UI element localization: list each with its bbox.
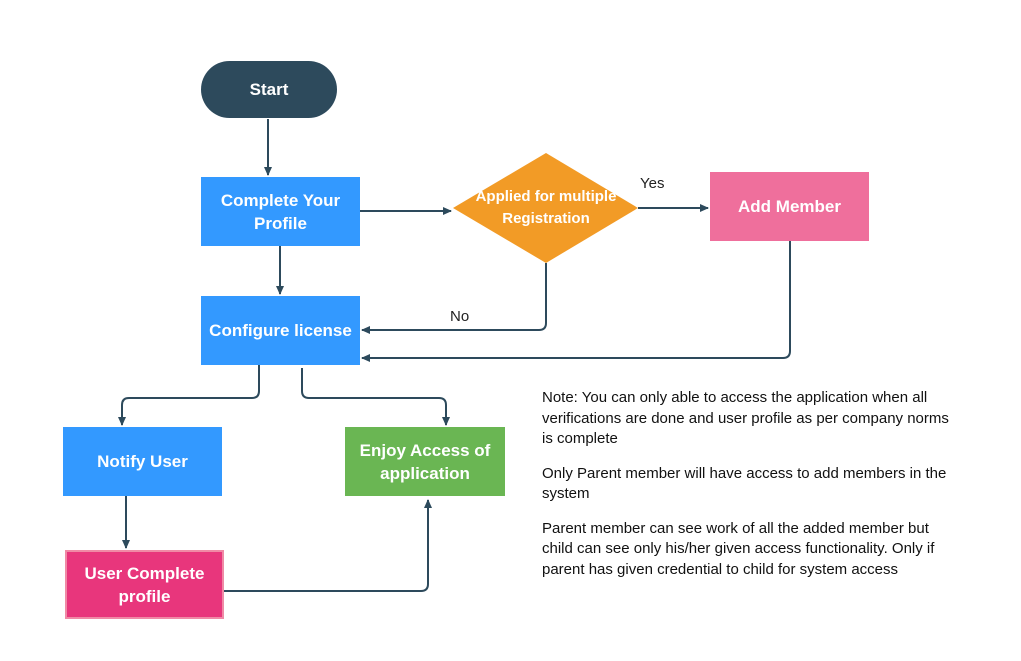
no-edge-label: No — [450, 308, 470, 325]
decision-diamond[interactable] — [453, 153, 638, 263]
complete-profile-label: Complete Your Profile — [220, 190, 341, 233]
enjoy-access-label: Enjoy Access of application — [359, 440, 491, 483]
note-paragraph: Only Parent member will have access to a… — [542, 464, 947, 503]
note-paragraph: Note: You can only able to access the ap… — [542, 389, 949, 447]
add-member-node[interactable]: Add Member — [710, 172, 869, 241]
enjoy-access-node[interactable]: Enjoy Access of application — [345, 427, 505, 496]
user-complete-profile-node[interactable]: User Complete profile — [65, 550, 224, 619]
complete-profile-node[interactable]: Complete Your Profile — [201, 177, 360, 246]
notify-user-label: Notify User — [97, 452, 188, 471]
yes-edge-label: Yes — [640, 175, 665, 192]
notify-user-node[interactable]: Notify User — [63, 427, 222, 496]
notes-panel: Note: You can only able to access the ap… — [542, 388, 962, 594]
start-label: Start — [249, 80, 289, 99]
edge-license-to-notify — [118, 365, 260, 426]
edge-add-member-to-license — [361, 241, 791, 362]
edge-license-to-enjoy — [301, 368, 450, 426]
configure-license-node[interactable]: Configure license — [201, 296, 360, 365]
edge-decision-no-to-license — [361, 263, 547, 334]
decision-label: Applied for multiple Registration — [475, 188, 617, 227]
edge-user-complete-to-enjoy — [224, 499, 432, 592]
start-node[interactable]: Start — [201, 61, 337, 118]
add-member-label: Add Member — [738, 197, 841, 216]
user-complete-profile-label: User Complete profile — [84, 563, 205, 606]
configure-license-label: Configure license — [209, 321, 352, 340]
note-paragraph: Parent member can see work of all the ad… — [542, 519, 935, 578]
